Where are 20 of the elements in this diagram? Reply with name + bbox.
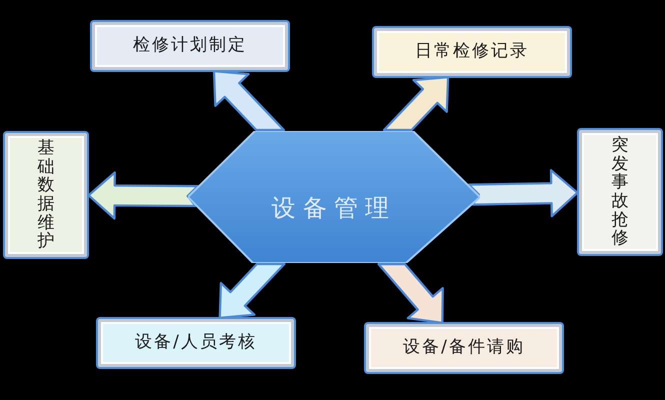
block-arrow <box>212 70 285 132</box>
process-box <box>98 319 294 367</box>
process-box <box>579 130 661 254</box>
process-box <box>92 22 288 70</box>
block-arrow <box>468 169 578 218</box>
block-arrow <box>218 262 286 319</box>
box-label: 基础数据维护 <box>38 138 54 252</box>
process-box <box>374 28 570 76</box>
hexagon-label: 设备管理 <box>272 194 396 222</box>
block-arrow <box>382 76 450 132</box>
process-box <box>366 324 562 372</box>
box-label: 突发事故抢修 <box>612 136 628 248</box>
box-label: 设备/人员考核 <box>134 331 257 354</box>
block-arrow <box>377 263 444 324</box>
process-box <box>5 133 87 257</box>
box-label: 设备/备件请购 <box>402 336 525 360</box>
hub-hexagon <box>188 131 480 263</box>
block-arrow <box>88 171 199 220</box>
box-label: 日常检修记录 <box>414 40 530 64</box>
box-label: 检修计划制定 <box>132 34 248 58</box>
